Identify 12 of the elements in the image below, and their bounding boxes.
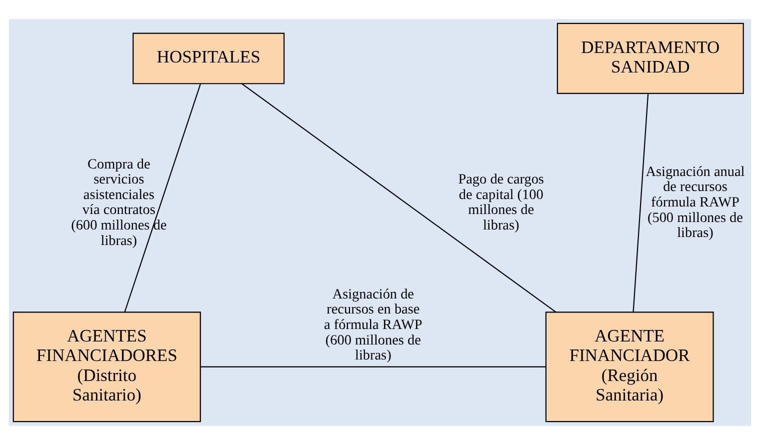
connector [632,92,648,312]
edge-label: Asignación anual de recursos fórmula RAWP (500 millones de libras) [645,163,744,241]
connector [124,83,200,312]
node-box: AGENTE FINANCIADOR (Región Sanitaria) [544,311,714,422]
connector [200,366,546,367]
node-box: HOSPITALES [132,32,284,84]
node-box: DEPARTAMENTO SANIDAD [556,22,744,94]
node-box: AGENTES FINANCIADORES (Distrito Sanitario) [12,311,200,422]
edge-label: Compra de servicios asistenciales vía contratos (600 millones de libras) [70,156,166,248]
edge-label: Asignación de recursos en base a fórmula RAWP (600 millones de libras) [324,286,422,364]
edge-label: Pago de cargos de capital (100 millones de libras) [458,171,544,233]
connector [241,82,556,312]
